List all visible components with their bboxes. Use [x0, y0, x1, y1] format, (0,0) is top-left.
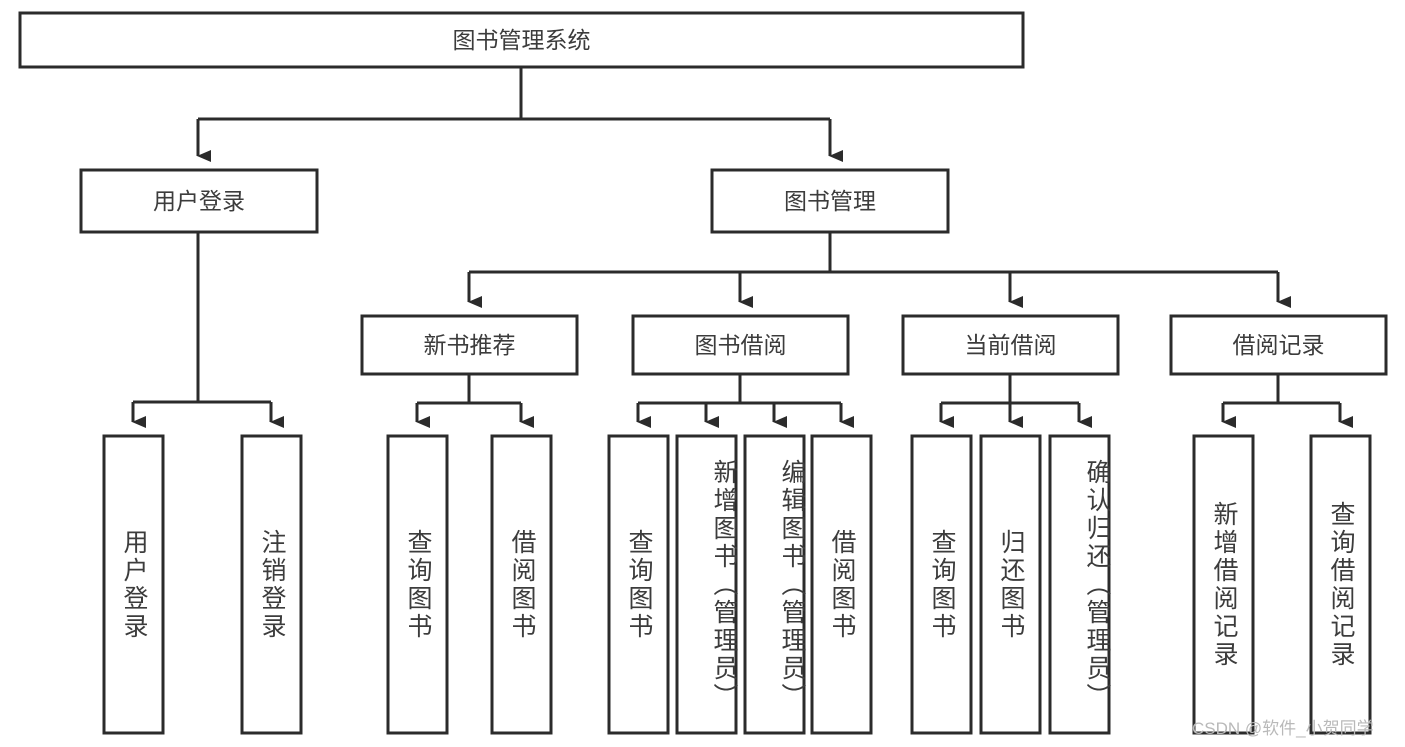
node-box-root[interactable]: [18, 11, 1025, 69]
node-box-leaf-query-books-a[interactable]: [386, 434, 449, 735]
node-box-user-login[interactable]: [79, 168, 319, 234]
node-box-book-borrow[interactable]: [631, 314, 850, 376]
node-box-leaf-confirm-return-admin[interactable]: [1048, 434, 1111, 735]
connector-root-bus: [196, 67, 832, 132]
connector-user-login-bus: [133, 232, 271, 404]
node-box-leaf-add-record[interactable]: [1192, 434, 1255, 735]
node-box-leaf-borrow-books-b[interactable]: [810, 434, 873, 735]
watermark-text: CSDN @软件_小贺同学: [1192, 719, 1374, 738]
connector-current-bus: [941, 374, 1079, 405]
connector-book-mgmt-bus: [469, 232, 1278, 274]
node-box-leaf-return-books[interactable]: [979, 434, 1042, 735]
node-box-leaf-user-login[interactable]: [102, 434, 165, 735]
node-box-leaf-add-book-admin[interactable]: [675, 434, 738, 735]
node-box-borrow-records[interactable]: [1169, 314, 1388, 376]
connector-new-books-bus: [417, 374, 521, 405]
node-box-leaf-edit-book-admin[interactable]: [743, 434, 806, 735]
node-box-leaf-borrow-books-a[interactable]: [490, 434, 553, 735]
node-box-leaf-query-books-c[interactable]: [910, 434, 973, 735]
node-box-new-book-recommend[interactable]: [360, 314, 579, 376]
connector-borrow-bus: [638, 374, 841, 405]
node-box-book-management[interactable]: [710, 168, 950, 234]
node-box-leaf-query-books-b[interactable]: [607, 434, 670, 735]
node-box-leaf-logout[interactable]: [240, 434, 303, 735]
node-box-current-borrow[interactable]: [901, 314, 1120, 376]
node-box-leaf-query-record[interactable]: [1309, 434, 1372, 735]
connector-records-bus: [1223, 374, 1340, 405]
